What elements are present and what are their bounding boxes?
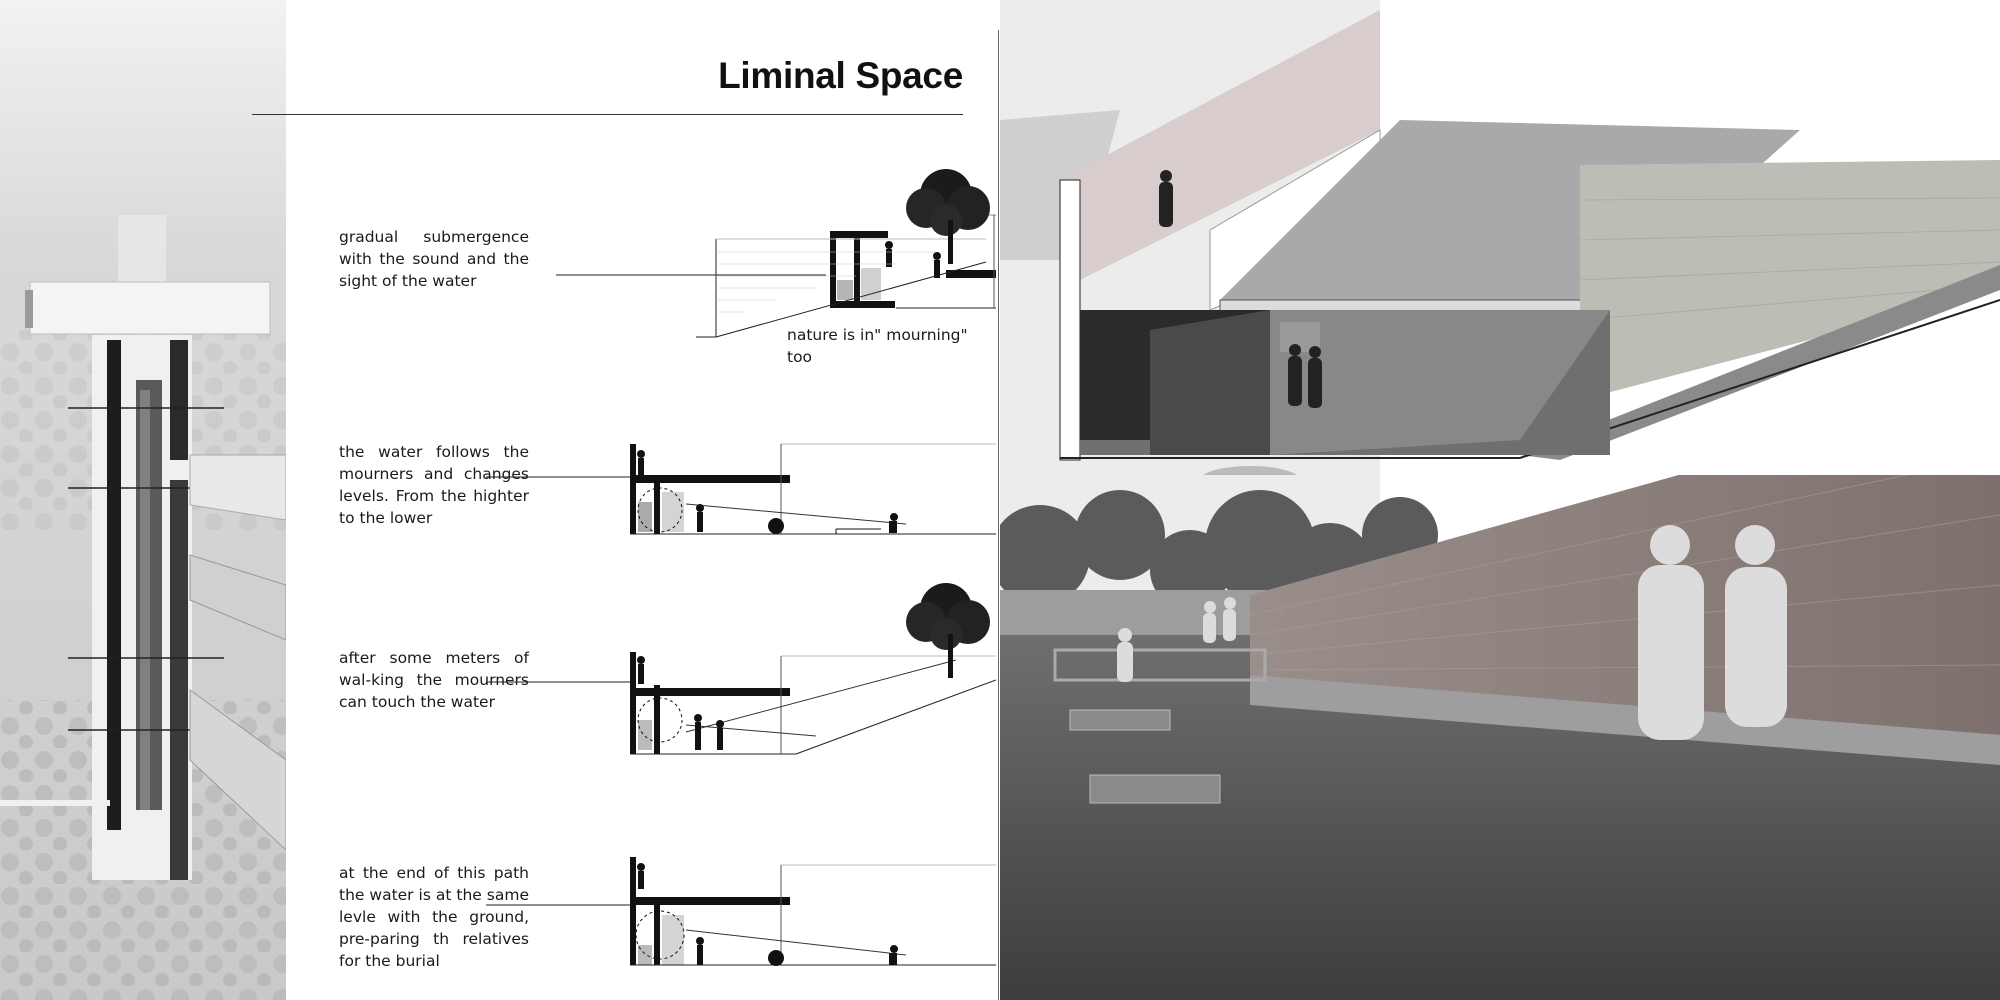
section-drawing-1: [556, 214, 996, 309]
caption-4: at the end of this path the water is at …: [339, 864, 529, 970]
axonometric-drawing: [1000, 0, 2000, 475]
site-plan-drawing: [0, 0, 286, 1000]
axonometric-section: [1000, 0, 2000, 475]
site-plan: [0, 0, 286, 1000]
panel-divider: [998, 30, 999, 1000]
perspective-render: [1000, 475, 2000, 1000]
tree-icon-2: [906, 583, 990, 678]
tree-icon: [906, 169, 990, 264]
caption-2: the water follows the mourners and chang…: [339, 443, 529, 527]
section-drawing-4: [486, 857, 996, 966]
perspective-render-drawing: [1000, 475, 2000, 1000]
section-slope-1: [696, 238, 987, 338]
title-underline: [252, 114, 963, 115]
page-title: Liminal Space: [718, 55, 963, 96]
caption-1: gradual submergence with the sound and t…: [339, 228, 529, 290]
sections-panel: Liminal Space gradual submergence with t…: [252, 0, 1000, 1000]
nature-note: nature is in" mourning" too: [787, 326, 968, 366]
section-drawing-2: [486, 443, 996, 535]
section-drawing-3: [486, 652, 996, 755]
caption-3: after some meters of wal-king the mourne…: [339, 649, 529, 711]
